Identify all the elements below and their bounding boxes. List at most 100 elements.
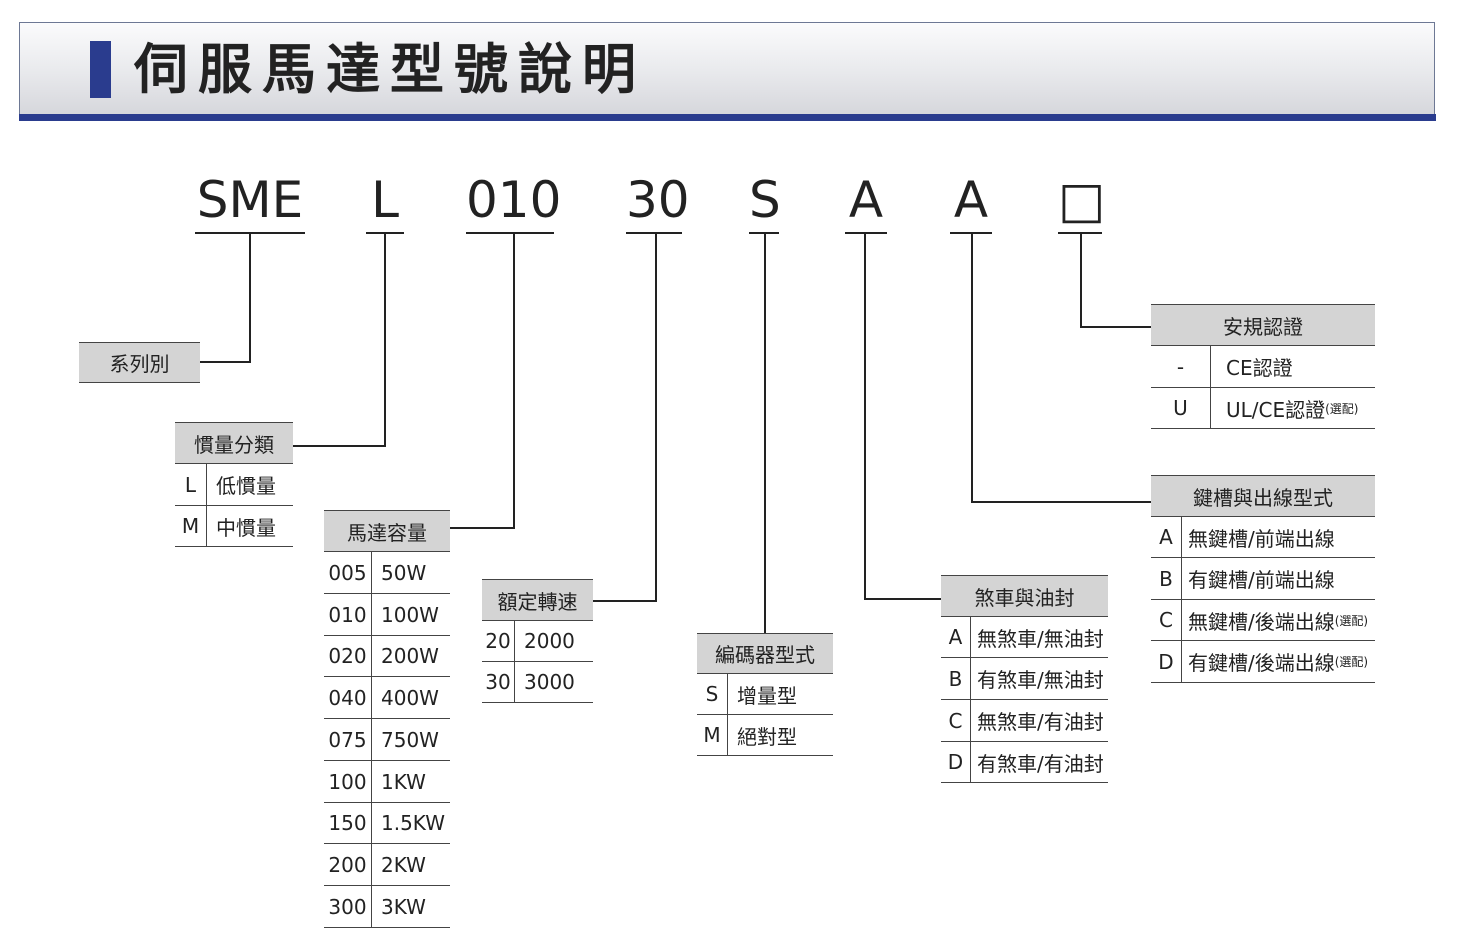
table-row: 30 3000 (482, 662, 593, 703)
encoder-table-title: 編碼器型式 (697, 633, 833, 674)
row-value: 中慣量 (216, 515, 276, 540)
row-key: 150 (324, 803, 372, 843)
connector-safety (1080, 233, 1151, 328)
row-value: 有鍵槽/前端出線 (1188, 568, 1335, 592)
title-accent-bar (90, 41, 111, 98)
row-value: 100W (381, 602, 439, 627)
row-value: 無鍵槽/前端出線 (1188, 526, 1335, 551)
connector-brake (864, 233, 941, 600)
table-row: 20 2000 (482, 621, 593, 662)
row-key: 020 (324, 636, 372, 676)
connector-speed (593, 233, 657, 602)
row-value: 增量型 (737, 683, 797, 708)
series-box: 系列別 (79, 342, 200, 383)
row-key: S (697, 674, 728, 714)
row-value: 無煞車/有油封 (977, 710, 1104, 734)
row-value: 2000 (524, 629, 575, 653)
row-value: 400W (381, 685, 439, 710)
row-value: 低慣量 (216, 474, 276, 498)
table-row: 100 1KW (324, 761, 450, 803)
row-value: 1.5KW (381, 811, 445, 835)
row-key: 005 (324, 552, 372, 593)
series-label: 系列別 (79, 342, 200, 383)
encoder-table: 編碼器型式 S 增量型 M 絕對型 (697, 633, 833, 756)
title-underline (19, 114, 1436, 121)
table-row: 200 2KW (324, 844, 450, 886)
row-note: (選配) (1325, 401, 1359, 416)
row-key: 20 (482, 621, 515, 661)
row-value: UL/CE認證 (1226, 397, 1326, 422)
table-row: L 低慣量 (175, 464, 293, 506)
row-value: 有煞車/有油封 (977, 751, 1104, 776)
row-key: A (1151, 517, 1182, 557)
inertia-table: 慣量分類 L 低慣量 M 中慣量 (175, 422, 293, 547)
table-row: 300 3KW (324, 886, 450, 928)
row-key: B (1151, 558, 1182, 599)
keyway-table-title: 鍵槽與出線型式 (1151, 475, 1375, 517)
table-row: 005 50W (324, 552, 450, 594)
row-key: 100 (324, 761, 372, 802)
table-row: M 中慣量 (175, 506, 293, 547)
row-key: B (941, 658, 971, 699)
row-value: 3000 (524, 670, 575, 694)
row-value: 3KW (381, 894, 426, 919)
row-value: 有煞車/無油封 (977, 668, 1104, 692)
row-value: 有鍵槽/後端出線 (1188, 651, 1335, 675)
row-key: 200 (324, 844, 372, 885)
code-series: SME (195, 170, 305, 234)
code-encoder: S (749, 170, 781, 234)
table-row: 075 750W (324, 719, 450, 761)
row-value: 2KW (381, 852, 426, 877)
row-key: M (697, 715, 728, 755)
row-key: C (1151, 600, 1182, 640)
connector-capacity (450, 233, 515, 529)
row-note: (選配) (1334, 613, 1369, 628)
table-row: -CE認證 (1151, 346, 1375, 388)
capacity-table-title: 馬達容量 (324, 510, 450, 552)
row-key: L (175, 464, 207, 505)
row-key: 010 (324, 594, 372, 635)
row-key: 075 (324, 719, 372, 760)
inertia-table-title: 慣量分類 (175, 422, 293, 464)
table-row: 020 200W (324, 636, 450, 677)
connector-inertia (293, 233, 386, 447)
table-row: S 增量型 (697, 674, 833, 715)
table-row: 150 1.5KW (324, 803, 450, 844)
capacity-table: 馬達容量 005 50W 010 100W 020 200W 040 400W 075 7… (324, 510, 450, 928)
row-key: 300 (324, 886, 372, 927)
row-value: CE認證 (1226, 356, 1293, 380)
table-row: 040 400W (324, 677, 450, 719)
row-value: 200W (381, 644, 439, 668)
row-value: 50W (381, 560, 427, 585)
row-key: D (941, 742, 971, 782)
row-value: 絕對型 (737, 724, 797, 749)
code-brake: A (845, 170, 887, 234)
row-key: M (175, 506, 207, 546)
table-row: M 絕對型 (697, 715, 833, 756)
code-capacity: 010 (466, 170, 561, 234)
speed-table-title: 額定轉速 (482, 579, 593, 621)
row-key: - (1151, 346, 1211, 387)
row-note: (選配) (1334, 655, 1369, 669)
row-key: D (1151, 641, 1182, 682)
safety-table-title: 安規認證 (1151, 304, 1375, 346)
row-value: 1KW (381, 769, 426, 794)
connector-series (200, 233, 251, 363)
row-key: 040 (324, 677, 372, 718)
page-title: 伺服馬達型號說明 (134, 38, 646, 101)
row-key: 30 (482, 662, 515, 702)
row-value: 750W (381, 727, 439, 752)
